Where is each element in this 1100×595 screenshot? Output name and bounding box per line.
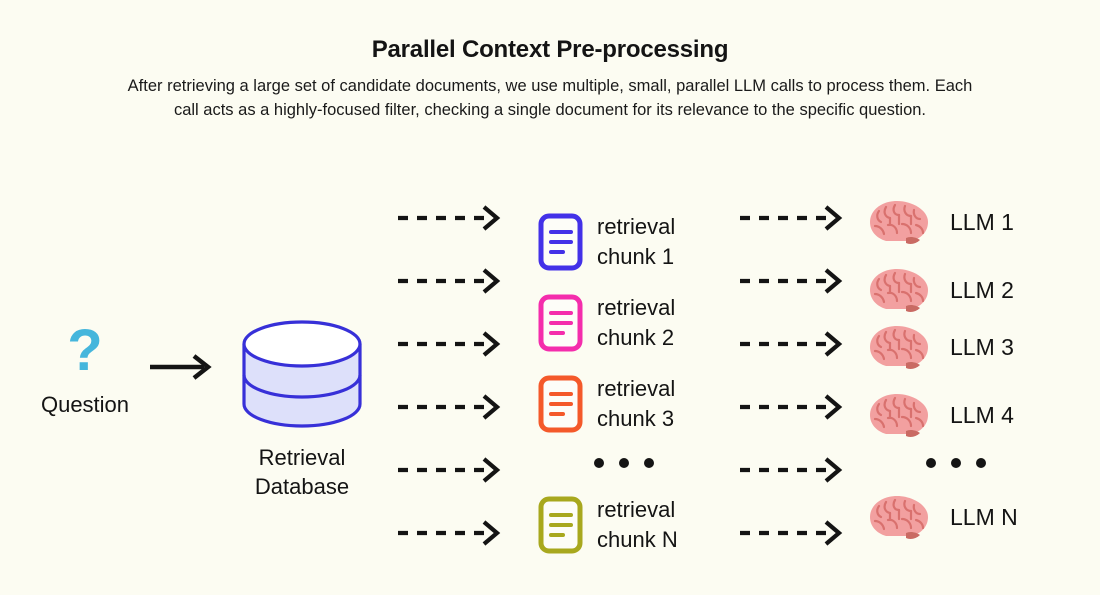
ellipsis-dot — [926, 458, 936, 468]
chunk-row-n: retrieval chunk N — [538, 495, 678, 554]
chunk-label-3: retrieval chunk 3 — [597, 376, 676, 431]
db-to-chunk-arrow-2 — [396, 267, 508, 300]
question-label: Question — [40, 392, 130, 417]
llm-label-3: LLM 3 — [950, 334, 1014, 361]
chunk-to-llm-arrow-6 — [738, 519, 850, 552]
chunk-row-2: retrieval chunk 2 — [538, 293, 675, 352]
brain-icon — [870, 394, 928, 437]
db-to-chunk-arrow-4 — [396, 393, 508, 426]
chunk-row-1: retrieval chunk 1 — [538, 212, 675, 271]
llm-label-n: LLM N — [950, 504, 1018, 531]
chunk-to-llm-arrow-1 — [738, 204, 850, 237]
brain-icon — [870, 201, 928, 244]
question-group: ? Question — [20, 318, 150, 418]
chunk-label-1: retrieval chunk 1 — [597, 214, 676, 269]
ellipsis-dot — [644, 458, 654, 468]
llm-label-2: LLM 2 — [950, 277, 1014, 304]
brain-icon — [870, 496, 928, 539]
header: Parallel Context Pre-processing After re… — [0, 0, 1100, 123]
brain-icon — [870, 326, 928, 369]
document-icon — [538, 213, 583, 271]
llms-ellipsis — [926, 458, 986, 468]
llm-label-4: LLM 4 — [950, 402, 1014, 429]
document-icon — [538, 375, 583, 433]
llm-row-n: LLM N — [866, 493, 1018, 543]
llm-row-3: LLM 3 — [866, 323, 1014, 373]
chunks-ellipsis — [594, 458, 654, 468]
chunk-label-n: retrieval chunk N — [597, 497, 678, 552]
page-title: Parallel Context Pre-processing — [371, 36, 729, 63]
chunk-to-llm-arrow-5 — [738, 456, 850, 489]
chunk-label-2: retrieval chunk 2 — [597, 295, 676, 350]
brain-icon — [870, 269, 928, 312]
question-mark-icon: ? — [67, 318, 103, 383]
database-label-line1: Retrieval — [258, 445, 346, 470]
chunk-to-llm-arrow-4 — [738, 393, 850, 426]
ellipsis-dot — [619, 458, 629, 468]
db-to-chunk-arrow-5 — [396, 456, 508, 489]
database-label: Retrieval Database — [228, 443, 376, 502]
chunk-to-llm-arrow-2 — [738, 267, 850, 300]
chunk-row-3: retrieval chunk 3 — [538, 374, 675, 433]
ellipsis-dot — [594, 458, 604, 468]
ellipsis-dot — [976, 458, 986, 468]
document-icon — [538, 294, 583, 352]
llm-label-1: LLM 1 — [950, 209, 1014, 236]
db-to-chunk-arrow-6 — [396, 519, 508, 552]
database-label-line2: Database — [254, 474, 350, 500]
document-icon — [538, 496, 583, 554]
db-to-chunk-arrow-3 — [396, 330, 508, 363]
question-to-database-arrow-icon — [148, 352, 218, 387]
llm-row-2: LLM 2 — [866, 266, 1014, 316]
llm-row-4: LLM 4 — [866, 391, 1014, 441]
db-to-chunk-arrow-1 — [396, 204, 508, 237]
page-subtitle: After retrieving a large set of candidat… — [127, 77, 973, 120]
ellipsis-dot — [951, 458, 961, 468]
chunk-to-llm-arrow-3 — [738, 330, 850, 363]
database-cylinder-icon — [242, 320, 362, 428]
llm-row-1: LLM 1 — [866, 198, 1014, 248]
retrieval-database-group: Retrieval Database — [228, 318, 376, 502]
